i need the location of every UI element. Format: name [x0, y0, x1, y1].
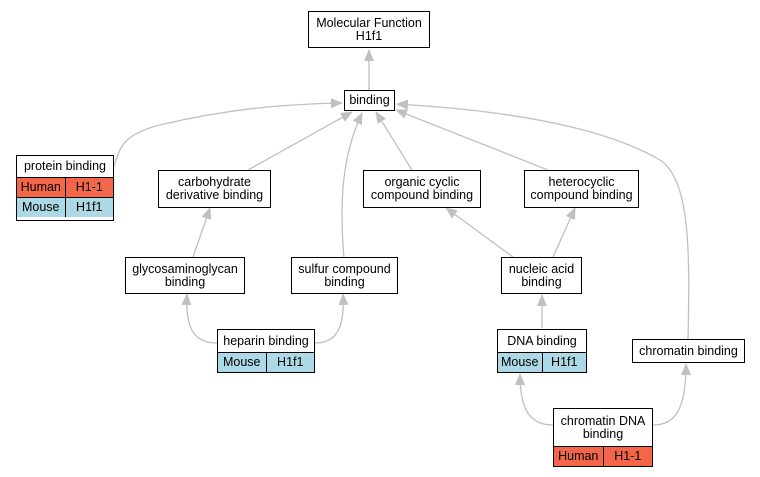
node-molecular-function-line2: H1f1: [355, 28, 383, 43]
node-nucleic-line1: nucleic acid: [508, 261, 575, 276]
node-glyco-line1: glycosaminoglycan: [132, 261, 238, 276]
node-dna-binding[interactable]: DNA binding Mouse H1f1: [497, 329, 587, 373]
node-glyco-line2: binding: [164, 274, 206, 289]
edge-glyco-to-carbohydrate: [192, 207, 212, 258]
node-protein-binding-label: protein binding: [23, 159, 106, 173]
node-sulfur-compound-binding[interactable]: sulfur compound binding: [291, 257, 398, 294]
node-chromatin-dna-binding[interactable]: chromatin DNA binding Human H1-1: [553, 408, 653, 467]
dna-binding-mouse-row: Mouse H1f1: [498, 352, 586, 372]
node-binding-label: binding: [349, 93, 390, 107]
heparin-binding-mouse-row: Mouse H1f1: [218, 352, 314, 372]
protein-binding-human-row: Human H1-1: [17, 177, 113, 197]
node-sulfur-line2: binding: [324, 274, 365, 289]
node-heterocyclic-line1: heterocyclic: [548, 175, 615, 189]
node-molecular-function-line1: Molecular Function: [316, 15, 422, 30]
node-protein-binding[interactable]: protein binding Human H1-1 Mouse H1f1: [16, 155, 114, 221]
gene-cell: H1f1: [541, 353, 587, 372]
gene-cell: H1-1: [602, 447, 653, 466]
edge-carbohydrate-to-binding: [247, 111, 353, 171]
species-cell: Mouse: [222, 355, 261, 369]
node-molecular-function[interactable]: Molecular Function H1f1: [308, 11, 430, 48]
node-sulfur-line1: sulfur compound: [298, 261, 391, 276]
node-heparin-binding[interactable]: heparin binding Mouse H1f1: [217, 329, 315, 373]
edge-heparin-to-glyco: [181, 293, 218, 344]
edge-nucleic-to-organic: [445, 207, 514, 258]
node-glycosaminoglycan-binding[interactable]: glycosaminoglycan binding: [125, 257, 245, 294]
protein-binding-mouse-row: Mouse H1f1: [17, 197, 113, 217]
node-nucleic-line2: binding: [521, 274, 562, 289]
node-chromatin-label: chromatin binding: [639, 343, 738, 358]
edge-organic-cyclic-to-binding: [375, 111, 413, 171]
edge-heparin-to-sulfur: [314, 293, 349, 344]
species-cell: Mouse: [21, 200, 60, 214]
gene-cell: H1f1: [265, 353, 315, 372]
node-dna-label: DNA binding: [507, 333, 577, 348]
edge-protein-to-binding: [113, 98, 343, 167]
node-carbohydrate-line2: derivative binding: [165, 188, 264, 202]
gene-cell: H1-1: [64, 178, 114, 197]
node-carbohydrate-line1: carbohydrate: [178, 175, 251, 189]
node-chromatin-dna-line1: chromatin DNA: [560, 413, 646, 428]
node-heterocyclic-line2: compound binding: [530, 188, 633, 202]
node-organic-cyclic-compound-binding[interactable]: organic cyclic compound binding: [363, 170, 481, 208]
node-organic-cyclic-line1: organic cyclic: [384, 175, 460, 189]
gene-cell: H1f1: [64, 198, 114, 217]
species-cell: Human: [20, 180, 61, 194]
edge-chromatin-dna-to-chromatin: [652, 363, 691, 426]
edge-nucleic-to-heterocyclic: [552, 207, 576, 258]
node-chromatin-dna-line2: binding: [582, 426, 624, 441]
node-nucleic-acid-binding[interactable]: nucleic acid binding: [501, 257, 582, 294]
species-cell: Human: [558, 449, 599, 463]
node-organic-cyclic-line2: compound binding: [370, 188, 474, 202]
species-cell: Mouse: [500, 355, 539, 369]
node-binding[interactable]: binding: [344, 90, 395, 111]
node-carbohydrate-derivative-binding[interactable]: carbohydrate derivative binding: [158, 170, 271, 208]
edge-heterocyclic-to-binding: [395, 109, 549, 171]
node-heparin-label: heparin binding: [223, 333, 309, 348]
edge-chromatin-dna-to-dna: [515, 373, 554, 426]
node-heterocyclic-compound-binding[interactable]: heterocyclic compound binding: [524, 170, 639, 208]
edge-sulfur-to-binding: [341, 112, 363, 259]
chromatin-dna-binding-human-row: Human H1-1: [554, 446, 652, 466]
node-chromatin-binding[interactable]: chromatin binding: [632, 339, 745, 363]
edge-chromatin-to-binding: [396, 99, 690, 340]
